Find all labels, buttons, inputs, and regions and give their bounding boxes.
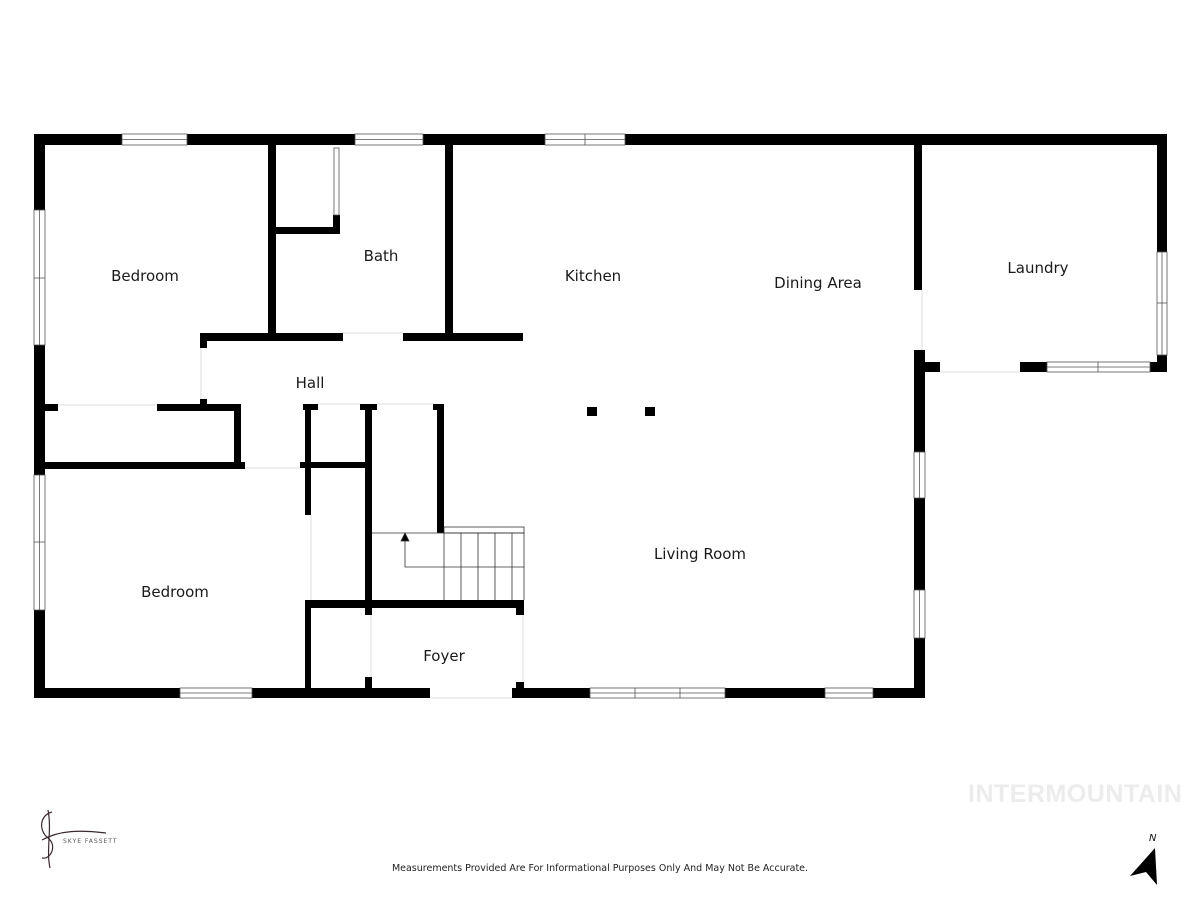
logo-text: SKYE FASSETT [63, 838, 118, 845]
room-label-laundry: Laundry [1007, 259, 1068, 277]
watermark: INTERMOUNTAIN [968, 780, 1183, 808]
room-label-bedroom: Bedroom [111, 267, 179, 285]
walls [34, 134, 1167, 698]
room-label-hall: Hall [296, 374, 325, 392]
north-label: N [1149, 833, 1157, 844]
room-label-bath: Bath [364, 247, 399, 265]
column [587, 407, 597, 416]
stairs[interactable] [372, 526, 525, 600]
room-labels: Bedroom Bath Kitchen Dining Area Laundry… [111, 247, 1069, 665]
disclaimer: Measurements Provided Are For Informatio… [391, 863, 809, 874]
room-label-dining: Dining Area [774, 274, 862, 292]
column [645, 407, 655, 416]
door-openings [58, 290, 1020, 699]
north-arrow-icon [1130, 848, 1157, 885]
room-label-kitchen: Kitchen [565, 267, 621, 285]
logo [41, 809, 107, 869]
room-label-foyer: Foyer [423, 647, 465, 665]
windows [33, 133, 1168, 699]
stair-arrow-icon [400, 532, 410, 542]
room-label-living: Living Room [654, 545, 746, 563]
room-label-bedroom-2: Bedroom [141, 583, 209, 601]
